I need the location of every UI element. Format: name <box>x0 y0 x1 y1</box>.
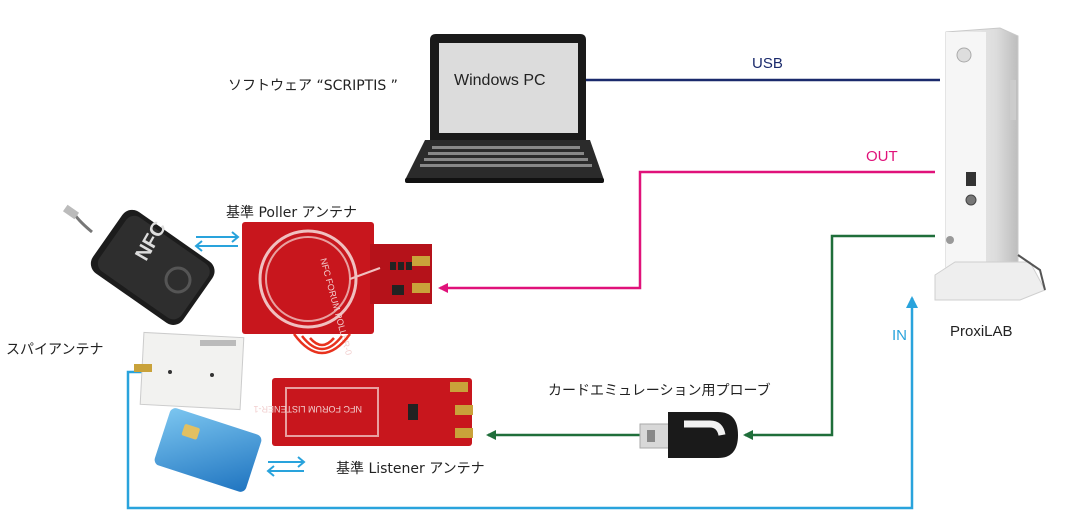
software-label: ソフトウェア “SCRIPTIS ” <box>228 78 398 94</box>
bidirectional-arrow-icon <box>266 456 306 477</box>
in-label: IN <box>892 327 907 344</box>
probe-line <box>743 234 935 440</box>
proxilab-device-icon <box>934 27 1046 301</box>
out-line <box>438 170 935 293</box>
listener-antenna-board-icon: NFC FORUM LISTENER-1 <box>253 378 473 446</box>
usb-label: USB <box>752 55 783 72</box>
bidirectional-arrow-icon <box>194 231 240 252</box>
poller-antenna-label: 基準 Poller アンテナ <box>226 205 357 221</box>
poller-antenna-board-icon: NFC FORUM POLLER-0 <box>242 222 432 356</box>
out-label: OUT <box>866 148 898 165</box>
contactless-card-icon <box>154 408 262 492</box>
card-probe-label: カードエミュレーション用プローブ <box>548 383 771 399</box>
listener-board-label: NFC FORUM LISTENER-1 <box>253 404 362 414</box>
nfc-reader-icon: NFC <box>62 204 215 325</box>
rf-waves-icon <box>292 333 352 355</box>
proxilab-label: ProxiLAB <box>950 323 1013 340</box>
spy-antenna-label: スパイアンテナ <box>6 342 104 358</box>
laptop-icon <box>405 34 604 183</box>
probe-icon <box>639 412 738 458</box>
pc-screen-label: Windows PC <box>454 72 546 89</box>
listener-antenna-label: 基準 Listener アンテナ <box>336 461 485 477</box>
spy-antenna-card-icon <box>134 331 245 411</box>
